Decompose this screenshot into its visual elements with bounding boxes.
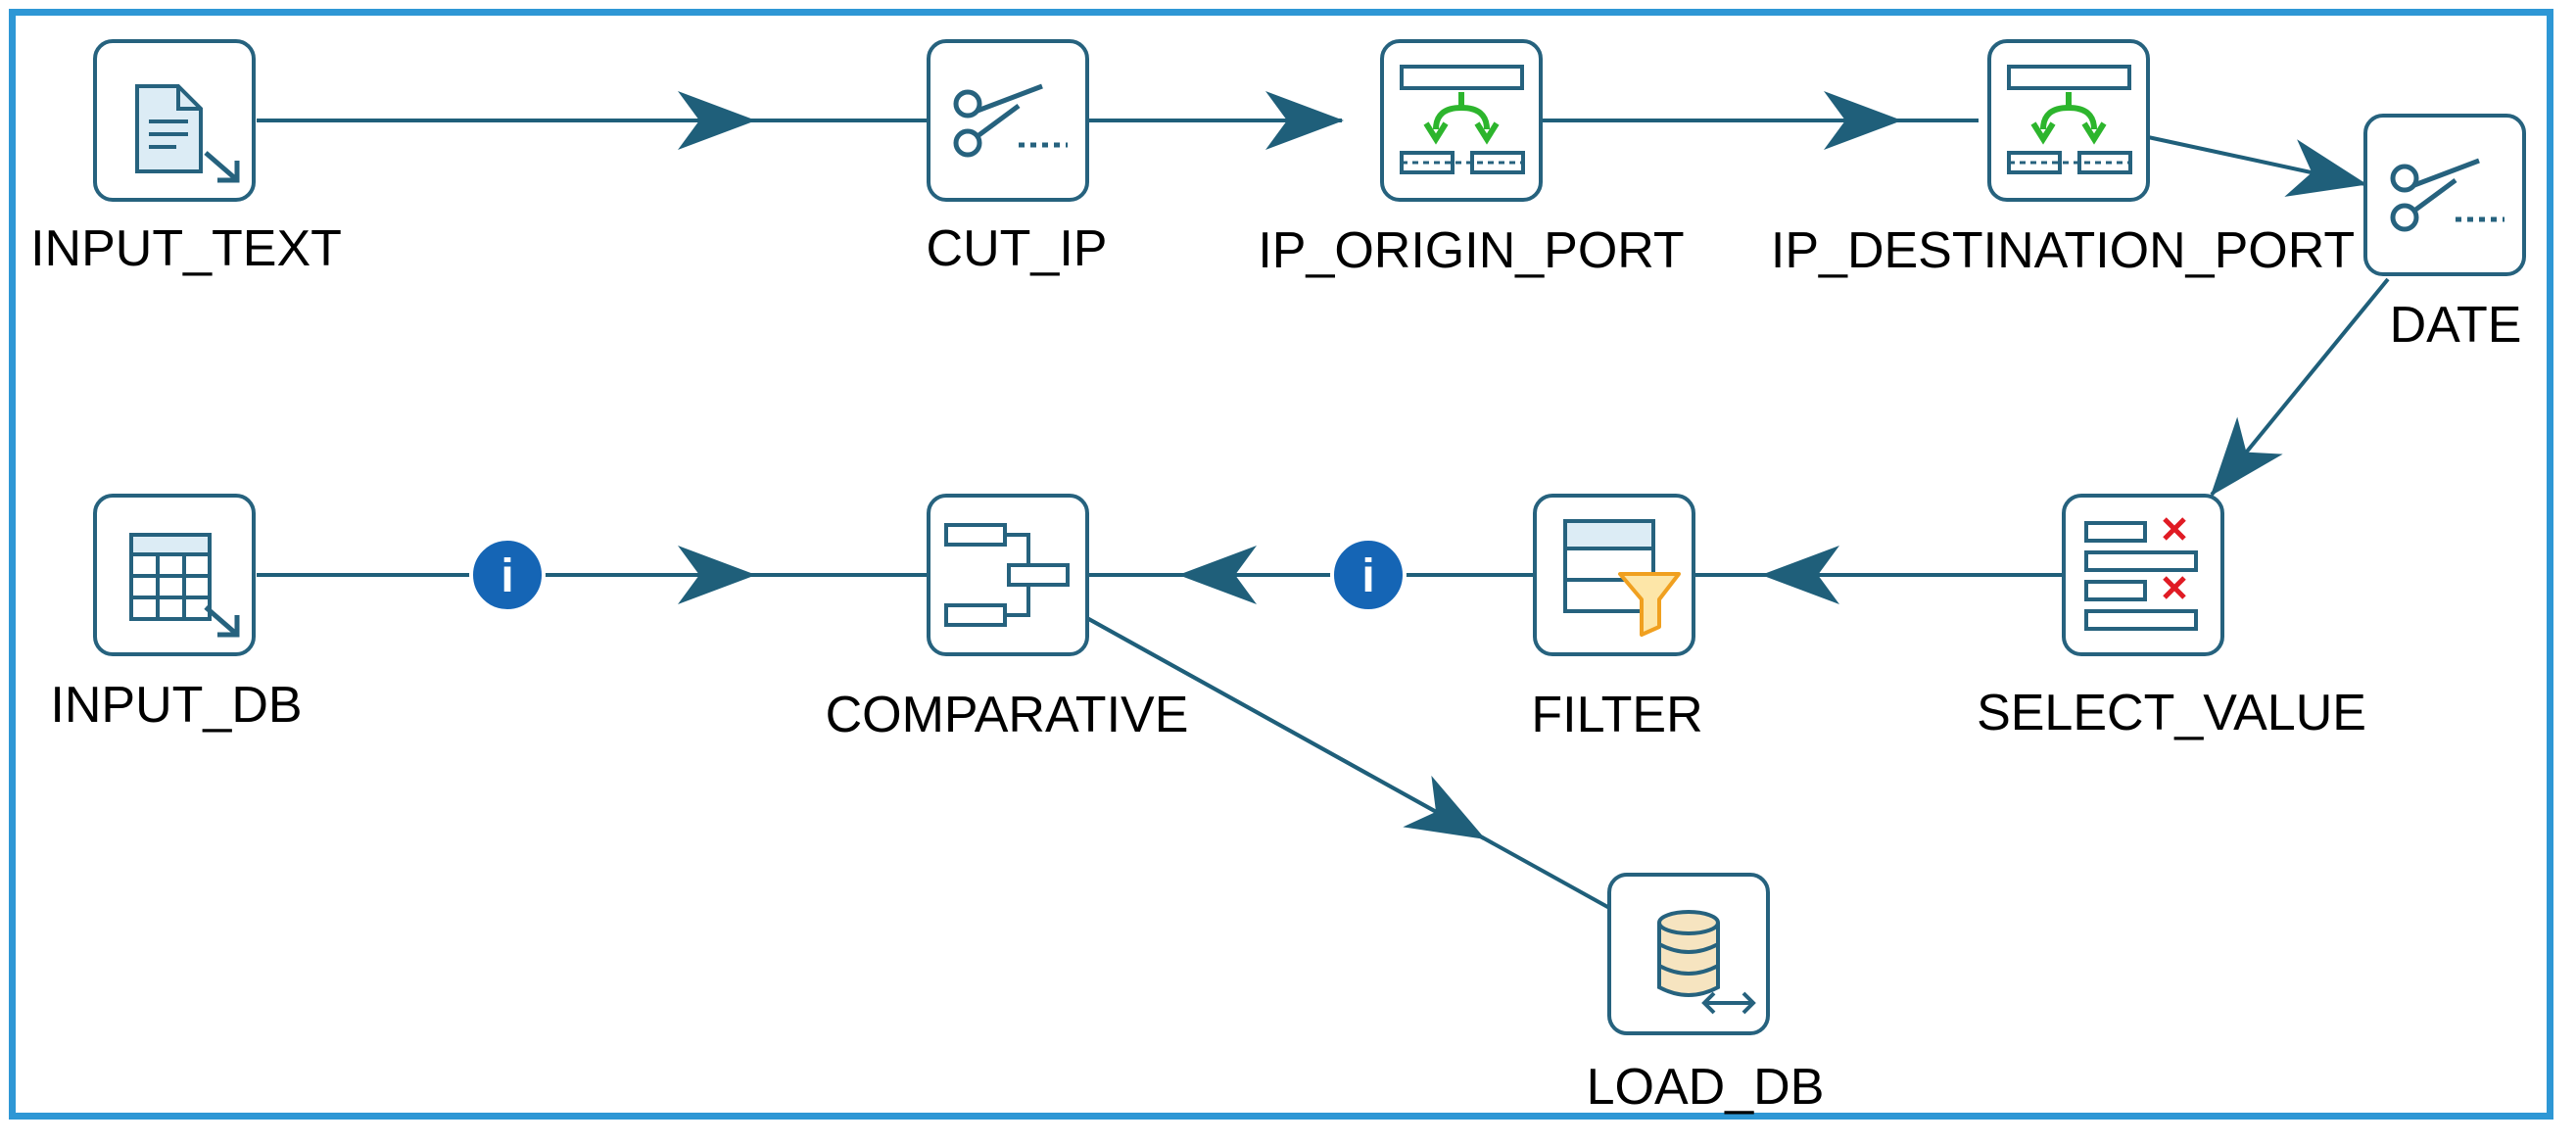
hop-ip-destination-port-to-date[interactable] xyxy=(2147,135,2367,197)
step-label-input-db: INPUT_DB xyxy=(50,677,303,734)
scissors-icon xyxy=(953,83,1068,158)
hop-date-to-select-value[interactable] xyxy=(2210,277,2390,497)
step-cut-ip[interactable] xyxy=(927,39,1089,202)
info-icon: i xyxy=(501,550,513,602)
filter-icon xyxy=(1563,519,1681,637)
step-label-select-value: SELECT_VALUE xyxy=(1977,685,2366,741)
merge-rows-icon xyxy=(944,523,1070,627)
step-label-ip-destination-port: IP_DESTINATION_PORT xyxy=(1770,222,2356,279)
database-output-icon xyxy=(1657,910,1756,1015)
text-file-input-icon xyxy=(135,84,240,183)
step-date[interactable] xyxy=(2363,114,2526,276)
step-label-load-db: LOAD_DB xyxy=(1586,1059,1825,1116)
step-label-filter: FILTER xyxy=(1531,687,1703,743)
hops xyxy=(257,91,2390,911)
scissors-icon xyxy=(2390,158,2504,232)
select-values-icon xyxy=(2084,517,2198,631)
step-label-comparative: COMPARATIVE xyxy=(825,687,1189,743)
split-fields-icon xyxy=(2007,65,2132,174)
info-badge-input-db[interactable]: i xyxy=(469,537,546,613)
info-badge-filter[interactable]: i xyxy=(1330,537,1407,613)
info-icon: i xyxy=(1361,550,1374,602)
table-input-icon xyxy=(129,533,240,638)
step-label-cut-ip: CUT_IP xyxy=(926,220,1108,277)
step-label-date: DATE xyxy=(2389,297,2522,354)
step-label-input-text: INPUT_TEXT xyxy=(30,220,342,277)
split-fields-icon xyxy=(1400,65,1525,174)
hop-comparative-to-load-db-arrow xyxy=(1084,615,1486,840)
step-label-ip-origin-port: IP_ORIGIN_PORT xyxy=(1258,222,1685,279)
